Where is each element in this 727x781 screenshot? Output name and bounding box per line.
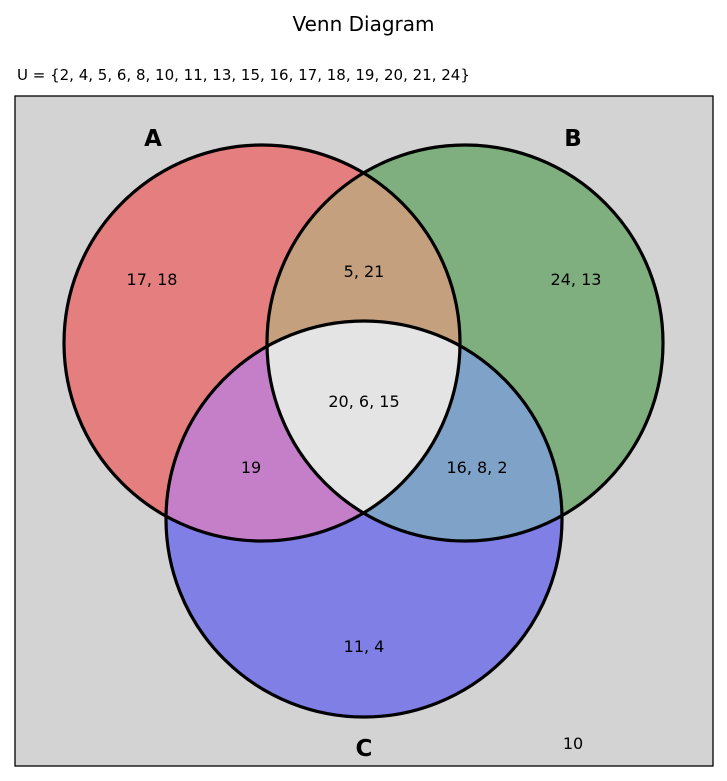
region-outside-label: 10 xyxy=(563,734,583,753)
region-a-only-label: 17, 18 xyxy=(127,270,178,289)
region-bc-label: 16, 8, 2 xyxy=(446,458,507,477)
set-c-outline xyxy=(164,319,564,719)
set-b-outline xyxy=(265,143,665,543)
region-abc-label: 20, 6, 15 xyxy=(328,392,399,411)
set-c-label: C xyxy=(356,736,373,762)
set-a-label: A xyxy=(144,126,162,152)
universe-set-label: U = {2, 4, 5, 6, 8, 10, 11, 13, 15, 16, … xyxy=(17,66,470,84)
set-b-label: B xyxy=(564,126,582,152)
region-ac-label: 19 xyxy=(241,458,261,477)
set-a-outline xyxy=(62,143,462,543)
region-b-only-label: 24, 13 xyxy=(551,270,602,289)
region-c-only-label: 11, 4 xyxy=(344,637,385,656)
region-ab-label: 5, 21 xyxy=(344,262,385,281)
diagram-title: Venn Diagram xyxy=(292,12,435,36)
